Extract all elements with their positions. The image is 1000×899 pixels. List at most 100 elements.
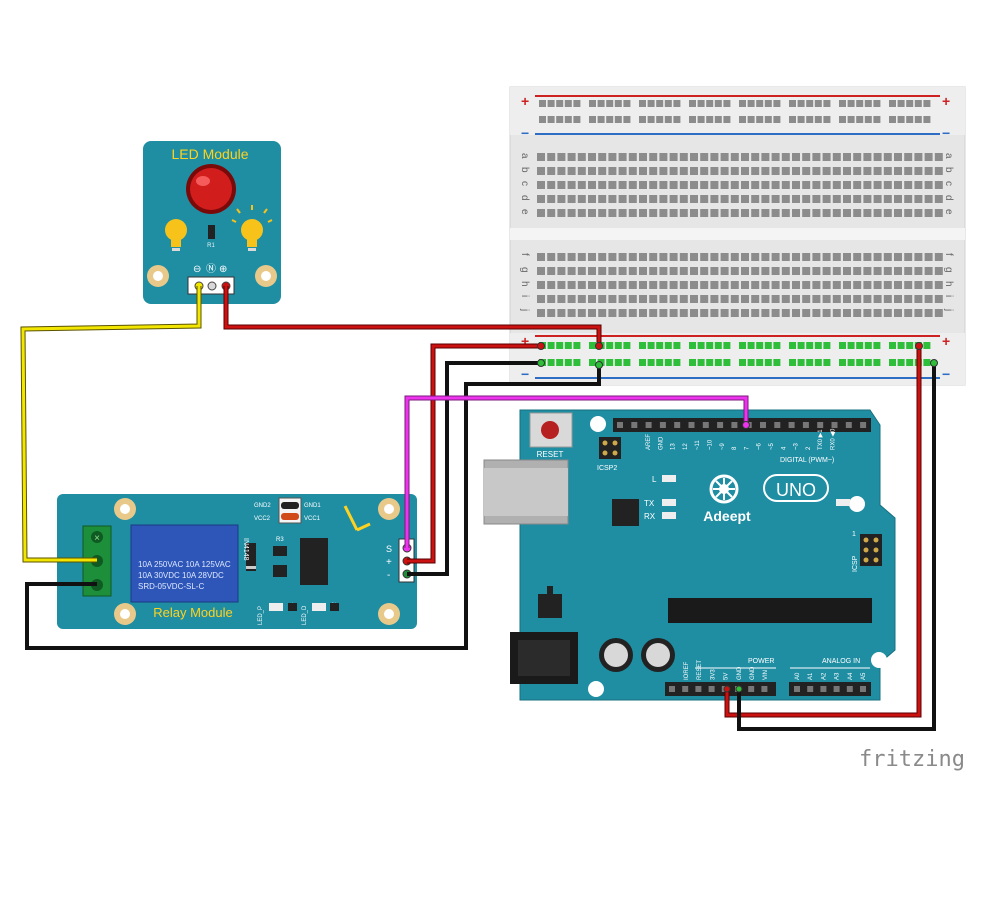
breadboard-hole [649,309,658,317]
breadboard-hole [812,181,821,189]
digital-pin-hole[interactable] [845,422,852,428]
wire-yellow[interactable] [21,286,201,562]
breadboard-hole [537,209,545,217]
wire-red-led[interactable] [224,286,601,346]
wire-red-5v[interactable] [725,346,921,717]
breadboard-rail-hole [664,342,672,349]
led-pin-n[interactable] [207,281,217,291]
power-pin-hole[interactable] [695,686,702,692]
breadboard-rail-hole [897,116,905,123]
wire-black-loop[interactable] [25,365,601,650]
breadboard-hole [577,281,586,289]
analog-pin-hole[interactable] [807,686,814,692]
breadboard-rail-hole [839,116,846,123]
wires [20,286,936,731]
breadboard-rail-hole [747,116,755,123]
digital-pin-hole[interactable] [659,422,666,428]
breadboard-row-label: b [943,167,954,173]
power-pin-hole[interactable] [761,686,768,692]
breadboard-hole [792,295,800,303]
lightbulb-on-icon [231,205,273,251]
breadboard-hole [618,181,627,189]
wire-magenta[interactable] [405,396,748,548]
power-pin-hole[interactable] [748,686,755,692]
breadboard-hole [547,181,556,189]
analog-pin-hole[interactable] [794,686,800,692]
breadboard-hole [873,181,882,189]
breadboard-hole [924,181,933,189]
breadboard-hole [853,181,862,189]
breadboard-hole [669,295,678,303]
digital-pin-hole[interactable] [731,422,738,428]
breadboard-rail-hole [889,116,896,123]
relay-diode [246,543,256,571]
breadboard-hole [863,195,872,203]
breadboard-hole [700,167,709,175]
digital-pin-hole[interactable] [631,422,638,428]
power-pin-hole[interactable] [708,686,715,692]
breadboard-rail-hole [897,342,905,349]
breadboard-rail-hole [814,100,822,107]
breadboard-hole [781,153,790,161]
reset-button-cap[interactable] [541,421,559,439]
digital-pin-hole[interactable] [774,422,781,428]
breadboard-hole [832,309,841,317]
rail-plus-top-left: + [521,93,529,109]
digital-pin-hole[interactable] [617,422,623,428]
power-pin-hole[interactable] [669,686,675,692]
digital-pin-hole[interactable] [802,422,809,428]
wire-black-relay[interactable] [407,361,541,576]
led-bulb-shine [196,176,210,186]
breadboard-hole [720,209,729,217]
digital-pin-hole[interactable] [702,422,709,428]
analog-pin-hole[interactable] [860,686,866,692]
digital-pin-hole[interactable] [674,422,681,428]
analog-pin-hole[interactable] [846,686,853,692]
breadboard-hole [853,309,862,317]
breadboard-hole [669,267,678,275]
analog-pin-hole[interactable] [833,686,840,692]
breadboard-rail-hole [914,100,922,107]
breadboard-rail-hole [639,100,646,107]
digital-pin-hole[interactable] [688,422,695,428]
breadboard-rail-hole [823,342,831,349]
analog-pin-label: A1 [808,672,814,680]
breadboard-rail-hole [823,116,831,123]
digital-pin-hole[interactable] [831,422,838,428]
breadboard-hole [894,281,902,289]
breadboard-hole [822,267,831,275]
digital-pin-hole[interactable] [645,422,652,428]
breadboard-hole [669,167,678,175]
wire-red-relay[interactable] [407,344,541,563]
breadboard-hole [781,281,790,289]
digital-pin-hole[interactable] [760,422,766,428]
breadboard-rail-hole [739,342,746,349]
breadboard-hole [873,267,882,275]
digital-pin-hole[interactable] [860,422,867,428]
reset-label: RESET [537,450,564,459]
digital-pin-hole[interactable] [817,422,824,428]
breadboard-hole [710,209,719,217]
breadboard-hole [853,253,862,261]
power-pin-hole[interactable] [682,686,689,692]
digital-pin-hole[interactable] [788,422,795,428]
breadboard-hole [832,281,841,289]
breadboard-hole [751,209,760,217]
breadboard-hole [730,209,739,217]
breadboard-rail-hole [747,100,755,107]
breadboard-hole [832,181,841,189]
breadboard-rail-hole [856,342,864,349]
breadboard-hole [577,167,586,175]
power-pin-label: RESET [697,660,703,680]
breadboard-hole [792,253,800,261]
breadboard-hole [537,281,545,289]
analog-pin-hole[interactable] [820,686,827,692]
breadboard-hole [934,167,943,175]
wire-black-gnd[interactable] [737,363,936,731]
breadboard-hole [690,253,698,261]
digital-pin-hole[interactable] [717,422,724,428]
breadboard-rail-hole [764,116,772,123]
breadboard-rail-hole [806,100,814,107]
relay-diode-label: IN4148 [242,538,249,561]
breadboard-hole [802,281,811,289]
